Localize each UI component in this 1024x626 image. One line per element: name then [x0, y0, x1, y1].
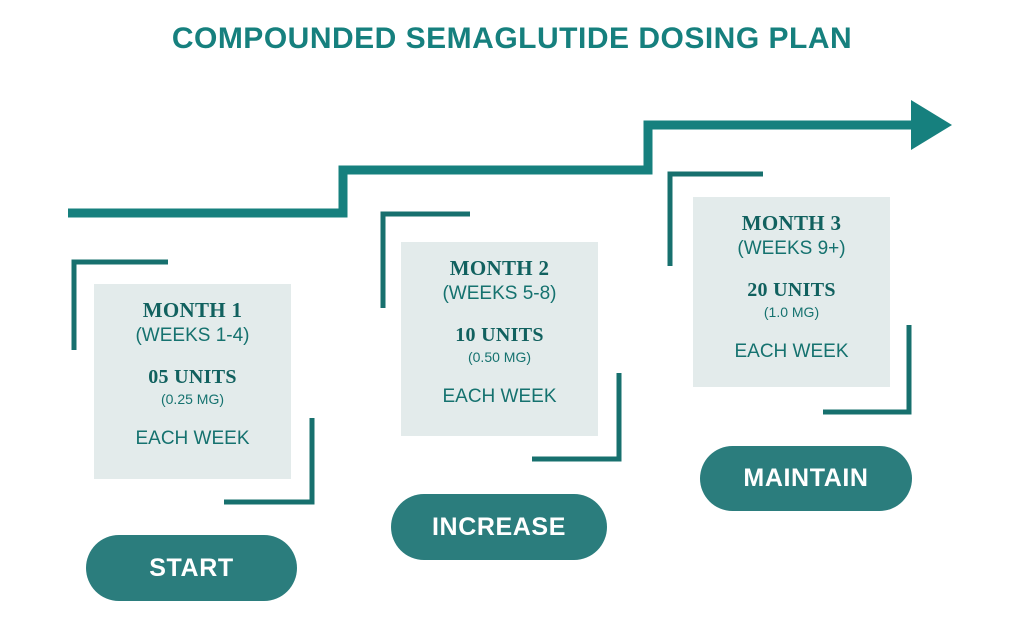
action-pill-label: INCREASE — [432, 512, 566, 541]
page-title: COMPOUNDED SEMAGLUTIDE DOSING PLAN — [171, 22, 853, 55]
connector-month-3-lower — [823, 325, 912, 415]
connector-month-2-lower — [532, 373, 622, 462]
units-label: 05 UNITS — [148, 365, 237, 388]
milligrams-label: (0.50 MG) — [467, 348, 531, 365]
arrow-head-icon — [911, 100, 952, 150]
month-label: MONTH 1 — [142, 298, 243, 322]
dose-card-month-1: MONTH 1 (WEEKS 1-4) 05 UNITS (0.25 MG) E… — [94, 284, 291, 479]
connector-month-3-upper — [667, 171, 763, 266]
milligrams-label: (0.25 MG) — [160, 390, 224, 407]
frequency-label: EACH WEEK — [442, 386, 557, 408]
staircase-main-line — [68, 120, 915, 218]
weeks-label: (WEEKS 9+) — [737, 237, 846, 259]
month-label: MONTH 3 — [741, 211, 842, 235]
action-pill-label: START — [149, 553, 234, 582]
action-pill-start[interactable]: START — [86, 535, 297, 601]
connector-month-1-lower — [224, 418, 315, 505]
weeks-label: (WEEKS 1-4) — [135, 324, 250, 346]
dose-card-month-3: MONTH 3 (WEEKS 9+) 20 UNITS (1.0 MG) EAC… — [693, 197, 890, 387]
units-label: 20 UNITS — [747, 278, 836, 301]
frequency-label: EACH WEEK — [734, 341, 849, 363]
weeks-label: (WEEKS 5-8) — [442, 282, 557, 304]
month-label: MONTH 2 — [449, 256, 550, 280]
milligrams-label: (1.0 MG) — [763, 303, 820, 320]
frequency-label: EACH WEEK — [135, 428, 250, 450]
action-pill-increase[interactable]: INCREASE — [391, 494, 607, 560]
connector-month-1-upper — [71, 259, 168, 350]
action-pill-label: MAINTAIN — [743, 464, 869, 492]
units-label: 10 UNITS — [455, 323, 544, 346]
connector-month-2-upper — [380, 211, 470, 308]
dose-card-month-2: MONTH 2 (WEEKS 5-8) 10 UNITS (0.50 MG) E… — [401, 242, 598, 436]
action-pill-maintain[interactable]: MAINTAIN — [700, 446, 912, 511]
